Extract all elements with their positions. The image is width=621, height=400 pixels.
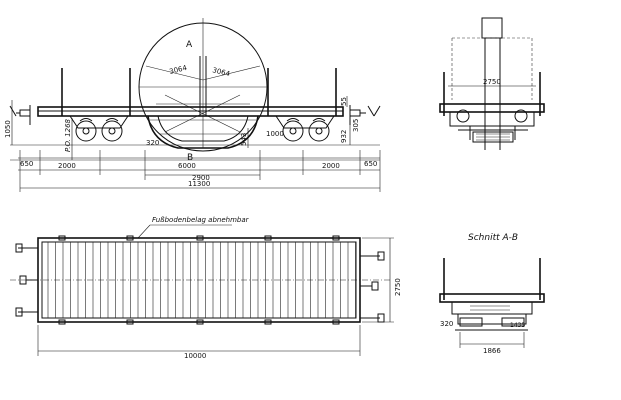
dim-2000-right: 2000 [322,162,340,170]
stanchion-stub [126,235,134,241]
stanchion-stub [332,235,340,241]
dim-305: 305 [352,119,360,132]
dim-543: 543 [240,133,248,146]
dim-1866: 1866 [483,347,501,355]
dim-650-left: 650 [20,160,33,168]
dim-320: 320 [146,139,159,147]
wheel [308,120,330,142]
dim-2900: 2900 [192,174,210,182]
left-bogie [69,115,129,142]
dim-55: 55 [340,97,348,106]
dim-1435: 1435 [510,322,525,329]
well-cradle [147,115,259,149]
wheel [282,120,304,142]
dim-2750-end: 2750 [483,78,501,86]
dim-1268: P.O. 1268 [64,118,72,152]
section-label-a: A [186,40,193,50]
stanchion-stub [196,319,204,325]
end-view: 2750 [439,17,545,150]
end-view-deck [439,103,545,113]
dim-1000: 1000 [266,130,284,138]
dim-932: 932 [340,130,348,143]
dim-2000-left: 2000 [58,162,76,170]
radius-label: 3064 [212,66,232,78]
stanchion-stub [264,235,272,241]
plan-view: Fußbodenbelag abnehmbar 2750 10 [10,216,402,360]
dim-650-right: 650 [364,160,377,168]
dim-10000: 10000 [184,352,206,360]
dim-2750-plan: 2750 [394,278,402,296]
stanchion-stub [332,319,340,325]
stanchion-stub [264,319,272,325]
side-view: A B 3064 3064 1050 P.O. 1268 543 55 305 … [4,18,381,192]
wheel [101,120,123,142]
dim-11300: 11300 [188,180,210,188]
section-view: Schnitt A-B 320 1435 1866 [439,233,545,355]
stanchion-stub [126,319,134,325]
section-deck [439,293,545,303]
dim-6000: 6000 [178,162,196,170]
stanchion-stub [196,235,204,241]
stanchion-stub [58,319,66,325]
right-bogie [275,115,335,142]
stanchion-stubs [58,235,340,325]
wheel [75,120,97,142]
floor-note: Fußbodenbelag abnehmbar [152,216,250,224]
dim-1050: 1050 [4,120,12,138]
stanchion-stub [58,235,66,241]
section-title: Schnitt A-B [468,233,518,243]
dim-320-section: 320 [440,320,453,328]
